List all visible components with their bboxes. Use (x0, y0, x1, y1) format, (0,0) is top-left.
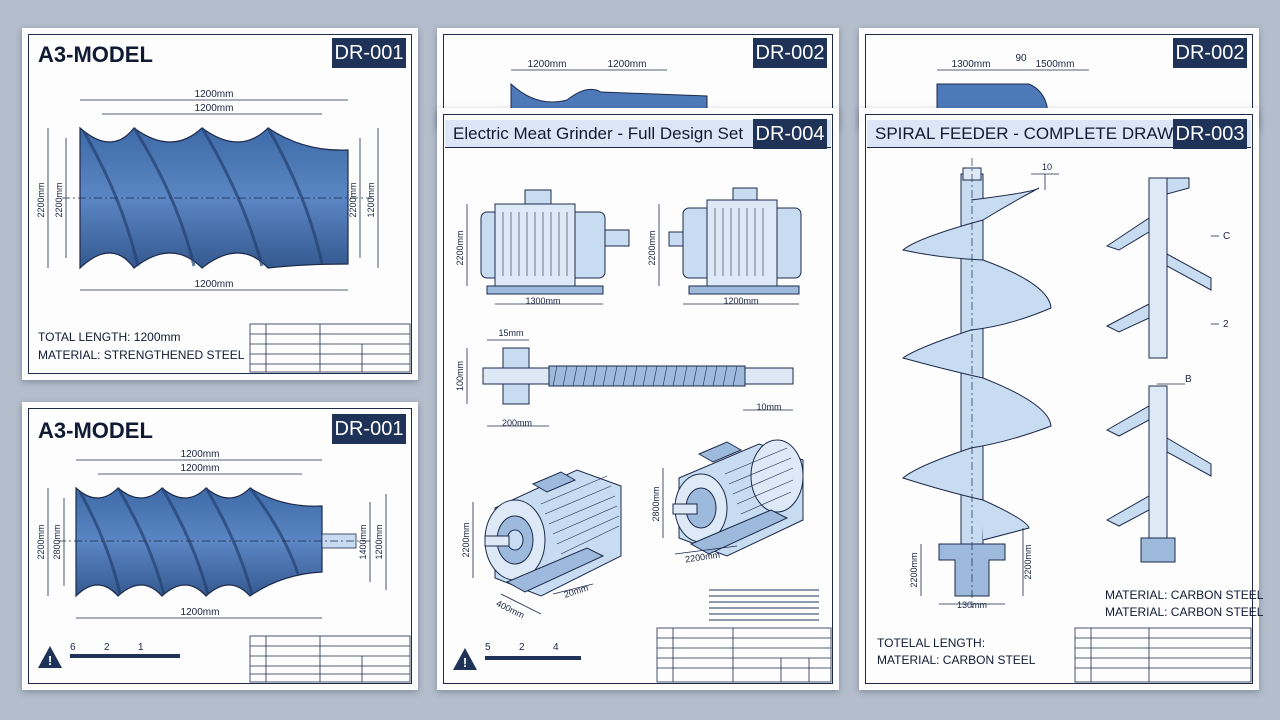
dim-bottom: 1200mm (181, 607, 220, 618)
dim-top-outer: 1200mm (181, 449, 220, 460)
partial-drawing: 1300mm 90 1500mm (936, 53, 1089, 111)
grinder-drawings: 2200mm 1300mm 2200mm 1200mm (453, 187, 832, 683)
title-block (249, 635, 411, 683)
note-material: MATERIAL: STRENGTHENED STEEL (38, 348, 245, 362)
warning-icon: ! (38, 646, 62, 668)
section-label-b: B (1185, 374, 1192, 385)
drawing-number-badge: DR-004 (753, 119, 827, 149)
scale-label: 2 (519, 642, 525, 653)
title-block (1074, 627, 1252, 683)
dim-left-outer: 2200mm (36, 182, 46, 217)
motor-isometric-2 (672, 439, 804, 557)
drawing-sheet-dr004: Electric Meat Grinder - Full Design Set … (437, 108, 839, 690)
dim-motor2-h: 2200mm (647, 230, 657, 265)
dim-shaft-top: 15mm (498, 328, 523, 338)
dim-shaft-end: 10mm (756, 402, 781, 412)
drawing-number-badge: DR-002 (753, 38, 827, 68)
scale-bar (485, 656, 581, 660)
note-total-length: TOTAL LENGTH: 1200mm (38, 330, 181, 344)
dim-shaft-h: 100mm (455, 361, 465, 391)
note-material: MATERIAL: CARBON STEEL (1105, 588, 1264, 602)
auger-body (75, 486, 323, 598)
dim-label: 1500mm (1036, 59, 1075, 70)
dim-shaft-bottom: 200mm (502, 418, 532, 428)
section-label-2: 2 (1223, 319, 1229, 330)
sheet-frame (28, 34, 412, 374)
scale-label: 4 (553, 642, 559, 653)
auger-body-partial (936, 83, 1048, 111)
scale-bar (70, 654, 180, 658)
dim-right-outer: 1200mm (366, 182, 376, 217)
dim-right-inner: 2200mm (348, 182, 358, 217)
sheet-title: Electric Meat Grinder - Full Design Set (453, 124, 744, 143)
dim-iso2-h: 2800mm (651, 486, 661, 521)
dim-left-height: 2200mm (909, 552, 919, 587)
dim-motor1-w: 1300mm (525, 296, 560, 306)
auger-drawing: 1200mm 1200mm 1200mm 2200mm 2200mm 2200m… (36, 89, 411, 373)
scale-label: 5 (485, 642, 491, 653)
spiral-section-view-2 (1105, 385, 1212, 563)
svg-text:!: ! (463, 655, 467, 670)
dim-motor2-w: 1200mm (723, 296, 758, 306)
dim-iso1-d: 20mm (563, 583, 590, 600)
dim-iso1-w: 400mm (495, 598, 526, 620)
motor-side-view (668, 187, 802, 295)
dim-label: 1300mm (952, 59, 991, 70)
dim-bottom: 1200mm (195, 279, 234, 290)
sheet-frame (443, 114, 833, 684)
spiral-feeder-drawings: 10 130mm 2200mm 2200mm C 2 B (901, 158, 1230, 610)
svg-text:!: ! (48, 653, 52, 668)
note-material: MATERIAL: CARBON STEEL (877, 653, 1036, 667)
dim-label: 90 (1015, 53, 1027, 64)
dim-label: 1200mm (608, 59, 647, 70)
sheet-title: A3-MODEL (38, 42, 153, 67)
dim-top-outer: 1200mm (195, 89, 234, 100)
motor-isometric-1 (484, 469, 622, 597)
auger-drawing: 1200mm 1200mm 1200mm 2200mm 2800mm 1400m… (36, 449, 411, 683)
title-block (249, 323, 411, 373)
drawing-number-badge: DR-003 (1173, 119, 1247, 149)
dim-motor1-h: 2200mm (455, 230, 465, 265)
sheet-frame (28, 408, 412, 684)
drawing-sheet-dr001-bottom: A3-MODEL DR-001 1200mm 1200mm 1200mm 220… (22, 402, 418, 690)
grinder-shaft (482, 347, 794, 405)
spiral-section-view-1 (1105, 177, 1212, 359)
dim-right-outer: 1200mm (374, 524, 384, 559)
dim-iso1-h: 2200mm (461, 522, 471, 557)
fine-print-notes (709, 589, 819, 621)
note-material: MATERIAL: CARBON STEEL (1105, 605, 1264, 619)
drawing-sheet-dr001-top: A3-MODEL DR-001 1200mm 1200mm 1200mm 220… (22, 28, 418, 380)
drawing-number-badge: DR-002 (1173, 38, 1247, 68)
drawing-number-badge: DR-001 (332, 38, 406, 68)
drawing-number-badge: DR-001 (332, 414, 406, 444)
dim-label: 1200mm (528, 59, 567, 70)
sheet-title: A3-MODEL (38, 418, 153, 443)
auger-body-partial (510, 82, 708, 111)
dim-left-inner: 2200mm (54, 182, 64, 217)
dim-top-inner: 1200mm (181, 463, 220, 474)
dim-top-inner: 1200mm (195, 103, 234, 114)
sheet-title: SPIRAL FEEDER - COMPLETE DRAWING (875, 124, 1204, 143)
spiral-feeder-elevation (901, 167, 1052, 597)
dim-bottom-width: 130mm (957, 600, 987, 610)
dim-right-inner: 1400mm (358, 524, 368, 559)
sheet-frame (865, 114, 1253, 684)
scale-label: 6 (70, 642, 76, 653)
dim-right-height: 2200mm (1023, 544, 1033, 579)
drawing-sheet-dr003: SPIRAL FEEDER - COMPLETE DRAWING DR-003 … (859, 108, 1263, 690)
partial-drawing: 1200mm 1200mm (510, 59, 708, 111)
title-block (656, 627, 832, 683)
note-total-length: TOTELAL LENGTH: (877, 636, 986, 650)
dim-top: 10 (1042, 162, 1052, 172)
warning-icon: ! (453, 648, 477, 670)
section-label-c: C (1223, 231, 1230, 242)
dim-iso2-w: 2200mm (685, 550, 721, 565)
scale-label: 2 (104, 642, 110, 653)
scale-label: 1 (138, 642, 144, 653)
dim-left-outer: 2200mm (36, 524, 46, 559)
dim-left-inner: 2800mm (52, 524, 62, 559)
